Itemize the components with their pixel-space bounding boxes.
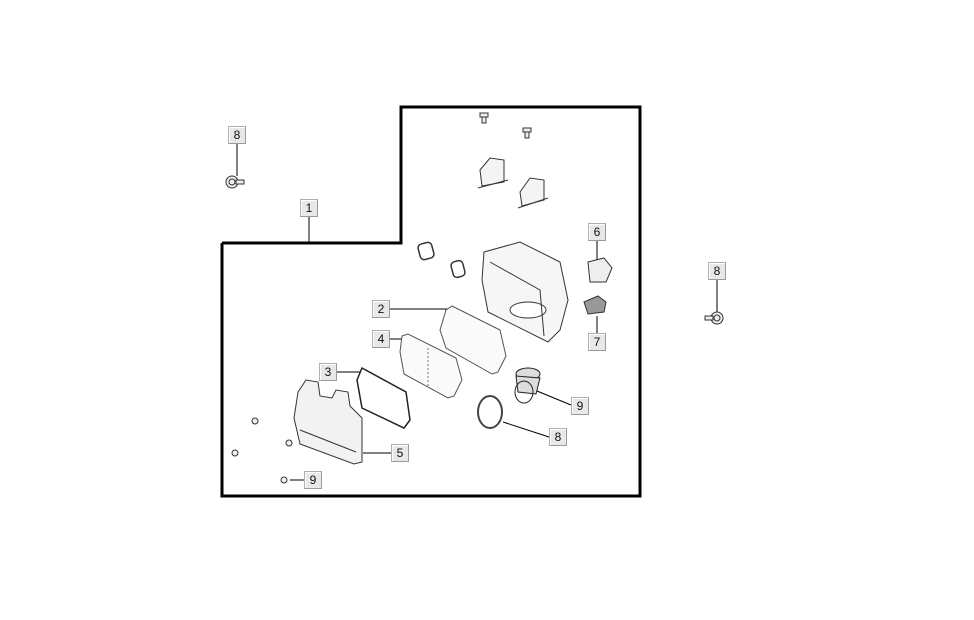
callout-8-bolt-left[interactable]: 8 [228,126,246,144]
callout-4-filter-secondary[interactable]: 4 [372,330,390,348]
assembly-group-boundary [220,105,642,498]
bolt-icon [704,311,724,325]
callout-7-clip[interactable]: 7 [588,333,606,351]
bolt-icon [225,175,245,189]
callout-8-bolt-right[interactable]: 8 [708,262,726,280]
screw-icon [479,112,532,139]
connector-clip-part [583,295,607,315]
hose-clamp-part [477,395,503,429]
filter-element-part [439,305,507,375]
callout-1-assembly[interactable]: 1 [300,199,318,217]
gasket-part [417,241,466,279]
callout-9-screw[interactable]: 9 [304,471,322,489]
bracket-part [477,157,549,209]
callout-2-filter-element[interactable]: 2 [372,300,390,318]
intake-hose-part [514,367,541,404]
mount-bracket-part [587,257,613,283]
filter-housing-part [481,241,569,343]
callout-5-cover[interactable]: 5 [391,444,409,462]
callout-9-hose[interactable]: 9 [571,397,589,415]
callout-8-clamp[interactable]: 8 [549,428,567,446]
filter-cover-part [293,379,363,465]
screw-icon [231,417,293,484]
seal-gasket-part [356,366,411,429]
callout-3-gasket[interactable]: 3 [319,363,337,381]
callout-6-bracket[interactable]: 6 [588,223,606,241]
leader-lines [236,144,718,481]
filter-element-secondary-part [399,333,463,399]
